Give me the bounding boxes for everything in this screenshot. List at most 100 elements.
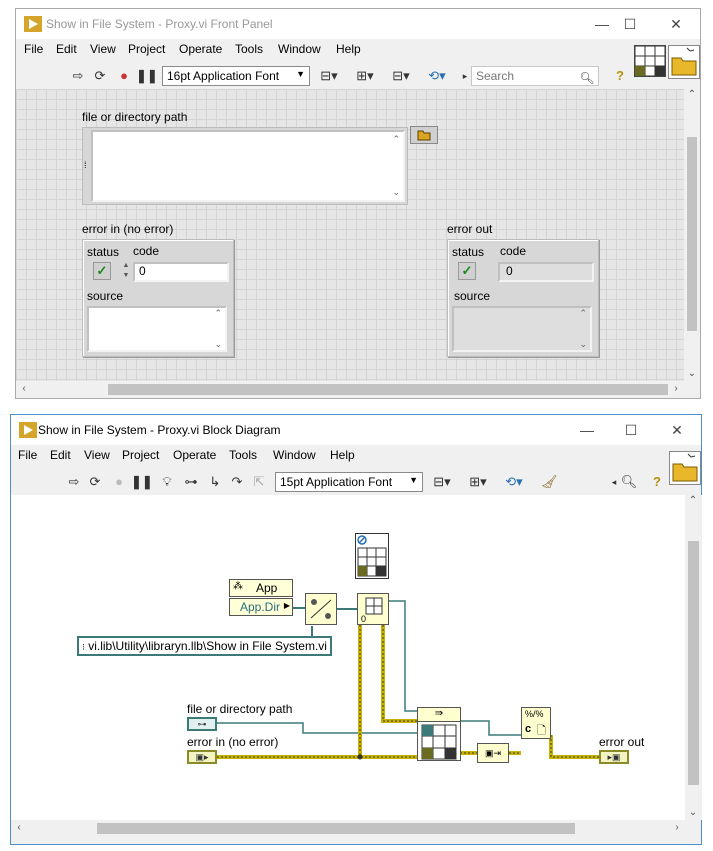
error-in-code-input[interactable]: 0 [133, 262, 229, 282]
path-constant[interactable]: ⁝ vi.lib\Utility\libraryn.llb\Show in Fi… [77, 636, 332, 656]
error-in-source-input[interactable]: ⌃ ⌄ [87, 306, 227, 352]
build-path-function[interactable] [305, 593, 337, 625]
scroll-down-icon[interactable]: ⌄ [214, 339, 222, 349]
menu-file[interactable]: File [24, 42, 44, 56]
step-over-icon[interactable]: ↷ [231, 474, 243, 489]
resize-objects-icon[interactable]: ⊟▾ [392, 68, 410, 83]
vertical-scrollbar[interactable]: ⌃ ⌄ [685, 495, 702, 820]
menu-view[interactable]: View [90, 42, 116, 56]
menu-operate[interactable]: Operate [173, 448, 217, 462]
vertical-scroll-thumb[interactable] [687, 137, 697, 331]
maximize-button[interactable]: ☐ [623, 16, 637, 32]
browse-button[interactable] [410, 126, 438, 144]
file-path-input[interactable]: ⌃ ⌄ [91, 130, 405, 202]
step-out-icon[interactable]: ⇱ [253, 474, 265, 489]
app-reference-constant[interactable]: ⁂ App [229, 579, 293, 597]
menu-project[interactable]: Project [128, 42, 166, 56]
scroll-down-icon[interactable]: ⌄ [392, 187, 400, 197]
scroll-right-icon[interactable]: › [674, 383, 678, 394]
scroll-down-icon[interactable]: ⌄ [688, 807, 698, 818]
open-vi-reference-function[interactable]: 0 [357, 593, 389, 625]
vi-icon-folder[interactable] [669, 451, 701, 485]
menu-tools[interactable]: Tools [235, 42, 264, 56]
vi-icon-folder[interactable] [668, 45, 700, 79]
align-objects-icon[interactable]: ⊟▾ [320, 68, 338, 83]
scroll-left-icon[interactable]: ‹ [22, 383, 26, 394]
menu-window[interactable]: Window [278, 42, 321, 56]
horizontal-scroll-thumb[interactable] [97, 823, 575, 834]
scroll-down-icon[interactable]: ⌄ [579, 339, 587, 349]
search-expand-icon[interactable]: ◂ [611, 477, 617, 487]
menu-edit[interactable]: Edit [50, 448, 71, 462]
close-reference-function[interactable]: ▣⇥ [477, 743, 509, 763]
pause-icon[interactable]: ❚❚ [131, 474, 153, 489]
error-in-code-increment[interactable]: ▲▼ [122, 262, 130, 279]
search-icon[interactable]: 🔍︎ [620, 474, 638, 489]
minimize-button[interactable]: — [595, 16, 609, 32]
horizontal-scrollbar[interactable]: ‹ › [16, 381, 684, 398]
horizontal-scroll-thumb[interactable] [108, 384, 668, 395]
vi-ref-icon[interactable] [355, 533, 389, 579]
menu-project[interactable]: Project [122, 448, 160, 462]
vertical-scrollbar[interactable]: ⌃ ⌄ [684, 89, 700, 381]
front-panel-titlebar[interactable]: Show in File System - Proxy.vi Front Pan… [16, 9, 700, 39]
align-objects-icon[interactable]: ⊟▾ [433, 474, 451, 489]
run-arrow-icon[interactable]: ⇨ [72, 68, 84, 83]
search-icon[interactable]: 🔍︎ [579, 71, 595, 85]
help-icon[interactable]: ? [616, 68, 624, 83]
scroll-up-icon[interactable]: ⌃ [392, 134, 400, 144]
front-panel-canvas[interactable]: file or directory path ⌃ ⌄ ⁞ error in (n… [16, 89, 684, 381]
menu-help[interactable]: Help [330, 448, 355, 462]
block-diagram-canvas[interactable]: ⁂ App App.Dir ▶ 0 ⁝ vi [11, 495, 685, 820]
scroll-up-icon[interactable]: ⌃ [579, 308, 587, 318]
abort-icon[interactable]: ● [115, 474, 123, 489]
menu-help[interactable]: Help [336, 42, 361, 56]
distribute-objects-icon[interactable]: ⊞▾ [356, 68, 374, 83]
property-node-app-dir[interactable]: App.Dir ▶ [229, 598, 293, 616]
scroll-right-icon[interactable]: › [675, 822, 679, 833]
scroll-left-icon[interactable]: ‹ [17, 822, 21, 833]
retain-wire-values-icon[interactable]: ⊶ [184, 474, 198, 489]
menu-tools[interactable]: Tools [229, 448, 258, 462]
search-input[interactable]: Search [471, 66, 599, 86]
file-path-control[interactable]: ⌃ ⌄ ⁞ [82, 127, 408, 205]
clean-up-diagram-icon[interactable]: 🧹︎ [540, 474, 558, 489]
call-by-reference-node[interactable]: ⇛ [417, 707, 461, 761]
help-icon[interactable]: ? [653, 474, 661, 489]
error-in-terminal[interactable]: ▣▸ [187, 750, 217, 764]
minimize-button[interactable]: — [580, 422, 594, 438]
search-expand-icon[interactable]: ▸ [462, 71, 468, 81]
menu-window[interactable]: Window [273, 448, 316, 462]
menu-view[interactable]: View [84, 448, 110, 462]
error-out-terminal[interactable]: ▸▣ [599, 750, 629, 764]
error-in-status-checkbox[interactable]: ✓ [93, 262, 111, 280]
run-arrow-icon[interactable]: ⇨ [68, 474, 80, 489]
abort-icon[interactable]: ● [120, 68, 128, 83]
scroll-up-icon[interactable]: ⌃ [214, 308, 222, 318]
menu-file[interactable]: File [18, 448, 38, 462]
scroll-up-icon[interactable]: ⌃ [687, 89, 697, 100]
font-select[interactable]: 15pt Application Font ▼ [275, 472, 423, 492]
reorder-icon[interactable]: ⟲▾ [505, 474, 523, 489]
pause-icon[interactable]: ❚❚ [136, 68, 158, 83]
run-continuously-icon[interactable]: ⟳ [94, 68, 106, 83]
close-button[interactable]: ✕ [670, 16, 682, 32]
maximize-button[interactable]: ☐ [624, 422, 638, 438]
scroll-down-icon[interactable]: ⌄ [687, 368, 697, 379]
format-into-string-function[interactable]: %/% c 🗋︎ [521, 707, 551, 739]
horizontal-scrollbar[interactable]: ‹ › [11, 820, 685, 837]
file-path-terminal[interactable]: ⊶ [187, 717, 217, 731]
close-button[interactable]: ✕ [671, 422, 683, 438]
reorder-icon[interactable]: ⟲▾ [428, 68, 446, 83]
font-select[interactable]: 16pt Application Font ▼ [162, 66, 310, 86]
menu-operate[interactable]: Operate [179, 42, 223, 56]
run-continuously-icon[interactable]: ⟳ [89, 474, 101, 489]
highlight-execution-icon[interactable]: 💡︎ [162, 474, 172, 489]
block-diagram-titlebar[interactable]: Show in File System - Proxy.vi Block Dia… [11, 415, 701, 445]
distribute-objects-icon[interactable]: ⊞▾ [469, 474, 487, 489]
menu-edit[interactable]: Edit [56, 42, 77, 56]
vertical-scroll-thumb[interactable] [688, 541, 699, 785]
scroll-up-icon[interactable]: ⌃ [688, 495, 698, 506]
step-into-icon[interactable]: ↳ [209, 474, 221, 489]
connector-pane-icon[interactable] [634, 45, 666, 77]
